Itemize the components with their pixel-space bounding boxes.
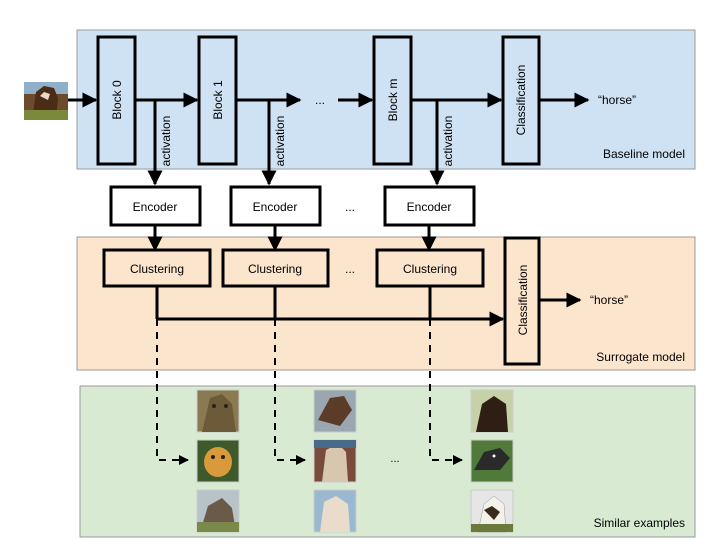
baseline-classification [501,35,541,166]
encoder-0-label: Encoder [133,200,178,214]
encoder-ellipsis: ... [345,200,355,214]
clustering-0-label: Clustering [130,262,184,276]
surrogate-label: Surrogate model [596,350,685,364]
example-thumb-1-2 [313,489,357,533]
example-thumb-m-0 [470,389,514,433]
dashed-arrow-0 [156,319,189,465]
encoder-m [383,185,476,227]
example-thumb-0-2 [196,489,240,533]
block-1-label: Block 1 [211,80,225,120]
block-1 [197,35,238,166]
clustering-1-label: Clustering [248,262,302,276]
example-thumb-m-2 [470,489,514,533]
encoder-1 [229,185,322,227]
encoder-1-label: Encoder [253,200,298,214]
baseline-output: “horse” [598,93,636,107]
block-m [372,35,413,166]
activation-label-m: activation [441,116,455,167]
example-thumb-0-0 [196,389,240,433]
input-horse-image [24,82,68,120]
dashed-arrow-1 [274,319,306,465]
baseline-label: Baseline model [603,147,685,161]
block-0 [96,35,137,166]
example-thumb-1-0 [313,389,357,433]
clustering-m-label: Clustering [403,262,457,276]
similar-label: Similar examples [594,516,685,530]
clustering-m [375,248,485,288]
baseline-ellipsis: ... [315,93,325,107]
baseline-classification-label: Classification [514,65,528,136]
dashed-arrow-m [429,319,463,465]
encoder-0 [109,185,202,227]
block-0-label: Block 0 [110,80,124,120]
activation-label-1: activation [273,116,287,167]
block-m-label: Block m [386,79,400,122]
similar-panel [79,385,696,538]
example-thumb-0-1 [196,439,240,483]
encoder-m-label: Encoder [407,200,452,214]
surrogate-output: “horse” [590,293,628,307]
example-thumb-m-1 [470,439,514,483]
similar-ellipsis: ... [390,453,399,465]
surrogate-classification-label: Classification [516,265,530,336]
activation-label-0: activation [159,116,173,167]
clustering-ellipsis: ... [345,262,355,276]
example-thumb-1-1 [313,439,357,483]
